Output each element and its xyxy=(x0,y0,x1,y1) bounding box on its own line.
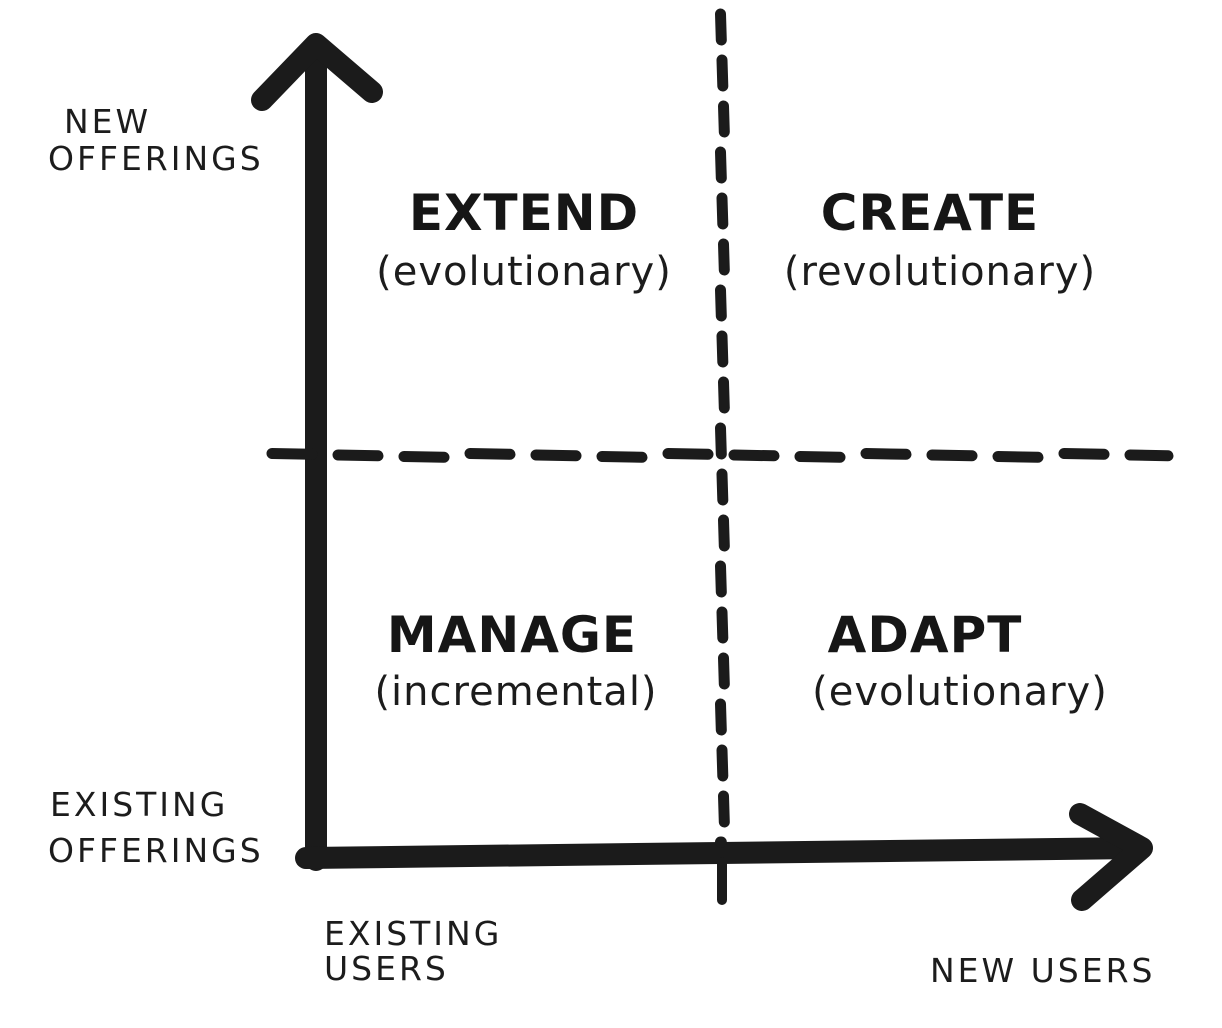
vertical-divider xyxy=(715,8,730,848)
x-axis-right-label: NEW USERS xyxy=(930,951,1155,990)
x-axis-line xyxy=(295,837,1149,869)
quadrant-bottom-right-title: ADAPT xyxy=(828,606,1023,664)
vertical-divider-dash xyxy=(718,652,730,690)
horizontal-divider-dash xyxy=(266,448,318,460)
vertical-divider-dash xyxy=(718,238,730,276)
vertical-divider-dash xyxy=(715,560,727,598)
horizontal-divider-dash xyxy=(860,448,912,460)
y-axis-top-label-line-1: NEW xyxy=(64,102,151,141)
vertical-divider-dash xyxy=(716,606,729,644)
x-axis-left-label-line-2: USERS xyxy=(324,949,449,988)
vertical-divider-dash xyxy=(715,422,727,460)
horizontal-divider-dash xyxy=(1058,448,1110,460)
y-axis-top-label: NEW OFFERINGS xyxy=(48,102,264,178)
horizontal-divider-dash xyxy=(992,451,1044,463)
vertical-divider-dash xyxy=(718,100,730,138)
y-axis-bottom-label: EXISTING OFFERINGS xyxy=(48,785,264,870)
vertical-divider-dash xyxy=(716,192,729,230)
x-axis xyxy=(295,803,1153,911)
horizontal-divider-dash xyxy=(398,451,450,463)
vertical-divider-dash xyxy=(716,468,729,506)
vertical-divider-dash xyxy=(718,514,730,552)
horizontal-divider-dash xyxy=(596,451,648,463)
vertical-divider-dash xyxy=(715,698,727,736)
quadrant-top-right-subtitle: (revolutionary) xyxy=(784,249,1096,295)
vertical-divider-dash xyxy=(716,54,729,92)
vertical-divider-dash xyxy=(716,744,729,782)
x-axis-left-label: EXISTING USERS xyxy=(324,914,516,988)
quadrant-bottom-left-title: MANAGE xyxy=(387,606,637,664)
quadrant-top-left-subtitle: (evolutionary) xyxy=(376,249,672,295)
horizontal-divider-dash xyxy=(728,449,780,462)
quadrant-bottom-left-subtitle: (incremental) xyxy=(374,669,657,715)
horizontal-divider-dash xyxy=(794,451,846,463)
horizontal-divider xyxy=(266,448,1174,463)
horizontal-divider-dash xyxy=(926,449,978,462)
horizontal-divider-dash xyxy=(1124,449,1174,462)
quadrant-top-right-title: CREATE xyxy=(821,184,1039,242)
quadrant-bottom-right-subtitle: (evolutionary) xyxy=(812,669,1108,715)
vertical-divider-dash xyxy=(718,790,730,828)
x-axis-left-label-line-1: EXISTING xyxy=(324,914,502,953)
y-axis-arrowhead xyxy=(251,33,383,111)
x-axis-arrowhead xyxy=(1069,803,1153,911)
y-axis-top-label-line-2: OFFERINGS xyxy=(48,139,264,178)
y-axis-bottom-label-line-2: OFFERINGS xyxy=(48,831,264,870)
vertical-divider-dash xyxy=(715,284,727,322)
horizontal-divider-dash xyxy=(662,448,714,460)
y-axis-bottom-label-line-1: EXISTING xyxy=(50,785,228,824)
horizontal-divider-dash xyxy=(530,449,582,462)
horizontal-divider-dash xyxy=(332,449,384,462)
vertical-divider-dash xyxy=(718,376,730,414)
vertical-divider-dash xyxy=(716,330,729,368)
vertical-divider-dash xyxy=(715,8,727,46)
vertical-divider-dash xyxy=(715,146,727,184)
quadrant-top-left-title: EXTEND xyxy=(409,184,639,242)
horizontal-divider-dash xyxy=(464,448,516,460)
